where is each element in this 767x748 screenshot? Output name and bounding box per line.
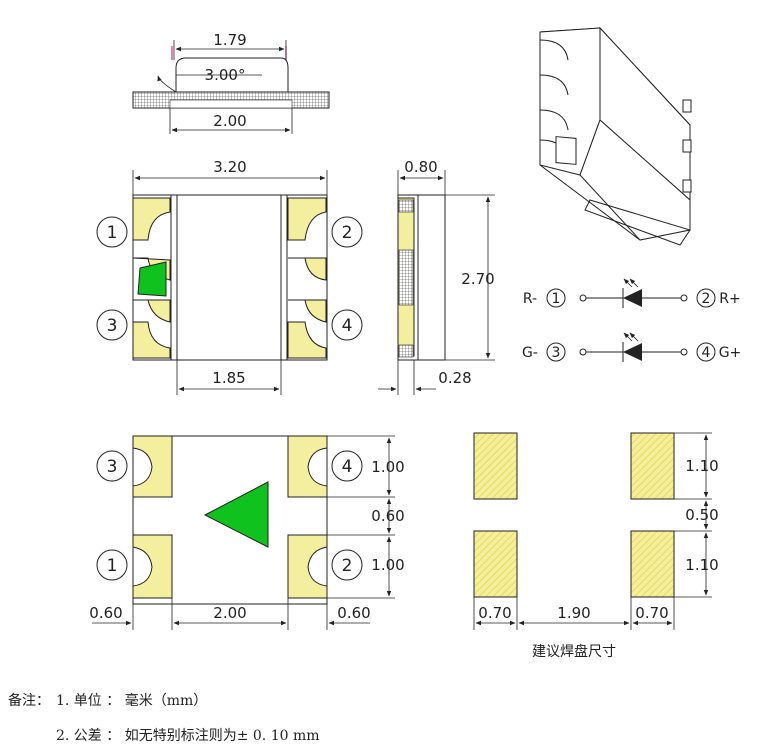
bottom-pin-4: 4 xyxy=(342,457,353,477)
front-pin-3: 3 xyxy=(107,316,118,336)
dim-land-span: 1.90 xyxy=(557,604,590,622)
iso-notch-top xyxy=(539,39,569,96)
land-pattern: 1.10 0.50 1.10 0.70 1.90 0.70 建议焊盘尺寸 xyxy=(473,432,719,660)
front-view: 1 3 2 4 3.20 1.85 xyxy=(96,158,363,395)
front-pad-3-top xyxy=(133,299,171,323)
bottom-pin-2: 2 xyxy=(342,556,353,576)
dim-top-angle: 3.00° xyxy=(205,66,246,84)
notes-line-2: 2. 公差 ： 如无特别标注则为± 0. 10 mm xyxy=(56,728,320,744)
circuit-r-pin-b: 2 xyxy=(702,291,711,307)
dim-land-width-right: 0.70 xyxy=(635,604,668,622)
dim-side-offset: 0.28 xyxy=(438,369,471,387)
bottom-pad-2 xyxy=(287,534,328,599)
circuit-r-minus: R- xyxy=(523,291,537,307)
circuit-g-pin-b: 4 xyxy=(702,345,711,361)
angle-arc xyxy=(157,75,177,93)
notes-prefix: 备注： xyxy=(8,693,50,709)
dim-top-width-upper: 1.79 xyxy=(213,31,246,49)
dim-side-height: 2.70 xyxy=(461,270,494,288)
iso-bottom-face xyxy=(579,119,691,241)
front-pad-2-bottom xyxy=(288,257,327,281)
top-view: 1.79 3.00° 2.00 xyxy=(132,31,330,134)
dim-window-width: 1.85 xyxy=(212,369,245,387)
circuit-g-minus: G- xyxy=(522,345,538,361)
front-pin-2: 2 xyxy=(342,223,353,243)
dim-land-height-lower: 1.10 xyxy=(685,556,718,574)
side-view: 0.80 2.70 0.28 xyxy=(378,158,495,395)
dim-center-span: 2.00 xyxy=(213,604,246,622)
front-pad-4-bottom xyxy=(287,321,327,359)
land-pad-top-right xyxy=(630,432,675,500)
land-pad-bottom-left xyxy=(473,530,518,598)
front-pin-1: 1 xyxy=(107,223,118,243)
front-pad-2-top xyxy=(287,197,327,241)
circuit-r-pin-a: 1 xyxy=(552,291,561,307)
front-green-mark xyxy=(137,261,167,297)
iso-base-edge xyxy=(584,199,691,246)
bottom-green-triangle xyxy=(203,481,269,548)
isometric-view xyxy=(539,26,692,246)
land-pattern-caption: 建议焊盘尺寸 xyxy=(532,643,616,660)
dim-body-length: 3.20 xyxy=(213,158,246,176)
bottom-pad-4 xyxy=(287,435,328,498)
circuit-r-plus: R+ xyxy=(719,291,740,307)
bottom-view: 3 1 4 2 1.00 0.60 1.00 0.60 2.00 0.60 xyxy=(89,435,405,630)
land-pad-top-left xyxy=(473,432,518,500)
substrate-window xyxy=(169,99,293,109)
iso-tab-3 xyxy=(682,179,692,193)
dim-land-gap: 0.50 xyxy=(685,506,718,524)
bottom-pin-1: 1 xyxy=(107,556,118,576)
dim-top-width-lower: 2.00 xyxy=(213,112,246,130)
front-pad-1-top xyxy=(132,197,171,241)
iso-window xyxy=(555,136,577,165)
bottom-pad-1 xyxy=(132,534,173,599)
notes-line-1: 1. 单位 ： 毫米（mm） xyxy=(56,693,208,709)
front-pad-3-bottom xyxy=(132,321,171,359)
dim-pad-gap: 0.60 xyxy=(371,507,404,525)
land-pad-bottom-right xyxy=(630,530,675,598)
circuit-g-pin-a: 3 xyxy=(552,345,561,361)
iso-tab-2 xyxy=(682,139,692,153)
circuit-g-plus: G+ xyxy=(719,345,742,361)
iso-tab-1 xyxy=(682,99,692,113)
dim-land-width-left: 0.70 xyxy=(478,604,511,622)
dim-side-thickness: 0.80 xyxy=(404,158,437,176)
front-pin-4: 4 xyxy=(342,316,353,336)
dim-edge-right: 0.60 xyxy=(337,604,370,622)
lens-outline xyxy=(175,57,289,92)
dim-edge-left: 0.60 xyxy=(89,604,122,622)
bottom-pad-3 xyxy=(132,435,173,498)
front-pad-4-top xyxy=(288,299,327,323)
bottom-pin-3: 3 xyxy=(107,457,118,477)
circuit-diagram: R- 1 2 R+ G- 3 4 G+ xyxy=(522,278,742,362)
dim-pad-height-lower: 1.00 xyxy=(371,556,404,574)
dim-pad-height-upper: 1.00 xyxy=(371,458,404,476)
dim-land-height-upper: 1.10 xyxy=(685,457,718,475)
